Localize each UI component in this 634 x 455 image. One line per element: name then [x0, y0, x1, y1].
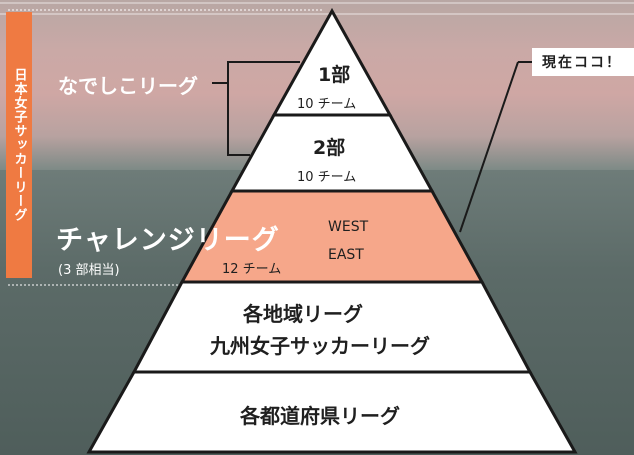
nadeshiko-league-label: なでしこリーグ: [58, 74, 198, 98]
bracket-div2: [227, 83, 250, 156]
tier-prefectural: [86, 370, 578, 454]
regional-line1: 各地域リーグ: [243, 302, 363, 326]
challenge-league-label: チャレンジリーグ: [56, 225, 280, 256]
challenge-teams: 12 チーム: [222, 262, 282, 277]
background-stripe: [0, 2, 634, 4]
div2-title: 2部: [313, 137, 346, 159]
background-stripe: [0, 13, 634, 15]
div2-teams: 10 チーム: [297, 170, 357, 185]
callout-text: 現在ココ！: [542, 55, 622, 71]
challenge-west: WEST: [328, 219, 369, 235]
regional-line2: 九州女子サッカーリーグ: [210, 334, 430, 358]
callout-pointer: [459, 61, 519, 233]
div1-title: 1部: [318, 64, 351, 86]
div1-teams: 10 チーム: [297, 97, 357, 112]
challenge-east: EAST: [328, 247, 364, 263]
challenge-league-note: (3 部相当): [58, 263, 120, 278]
side-label: 日本女子サッカーリーグ: [11, 68, 27, 222]
prefectural-title: 各都道府県リーグ: [240, 404, 400, 428]
bracket-div1: [212, 61, 300, 84]
current-position-callout: 現在ココ！: [532, 48, 634, 76]
side-label-bar: 日本女子サッカーリーグ: [6, 12, 32, 278]
